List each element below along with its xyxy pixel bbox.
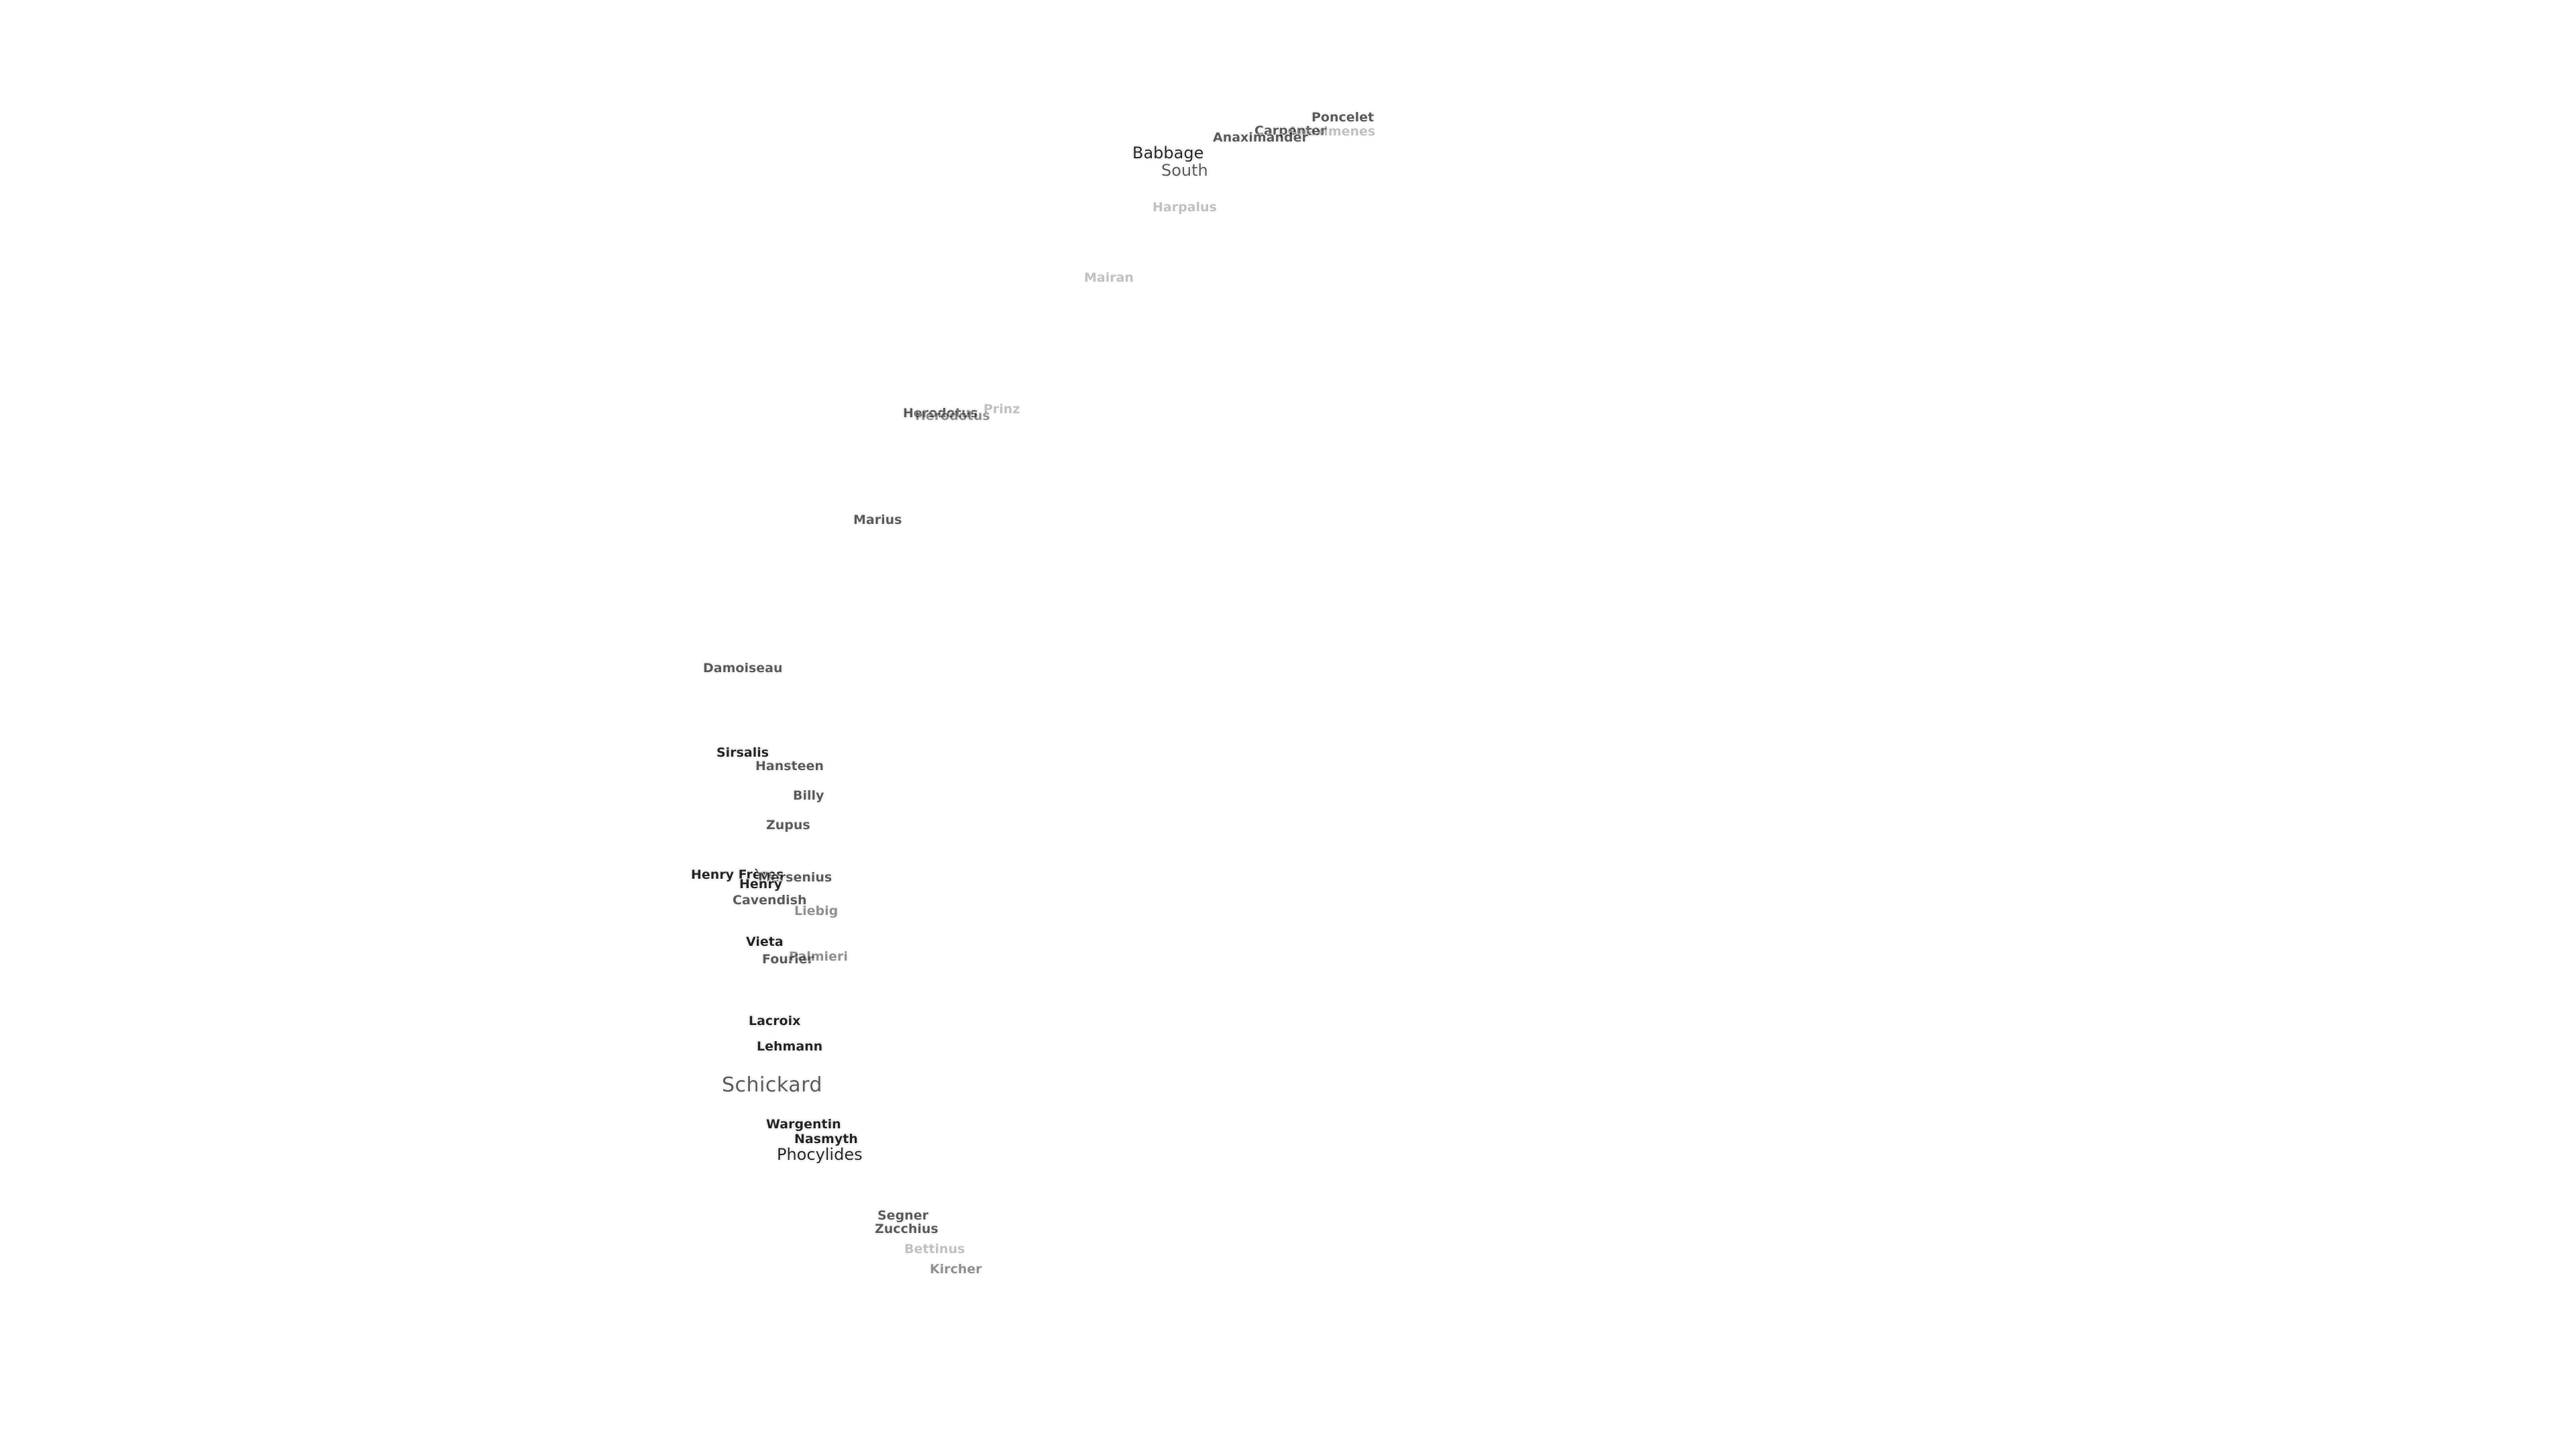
label-sirsalis[interactable]: Sirsalis bbox=[716, 745, 769, 760]
label-kircher[interactable]: Kircher bbox=[930, 1262, 982, 1277]
label-carpenter[interactable]: Carpenter bbox=[1254, 123, 1327, 138]
label-babbage[interactable]: Babbage bbox=[1132, 144, 1204, 162]
label-segner[interactable]: Segner bbox=[877, 1208, 928, 1223]
label-anaximander[interactable]: Anaximander bbox=[1213, 130, 1308, 145]
label-herodotus-2[interactable]: Herodotus bbox=[915, 409, 990, 423]
label-vieta[interactable]: Vieta bbox=[746, 934, 784, 949]
label-phocylides[interactable]: Phocylides bbox=[777, 1145, 863, 1164]
label-marius[interactable]: Marius bbox=[853, 513, 902, 527]
label-hansteen[interactable]: Hansteen bbox=[755, 759, 824, 773]
label-fourier[interactable]: Fourier bbox=[762, 952, 814, 967]
label-damoiseau[interactable]: Damoiseau bbox=[703, 661, 783, 676]
label-billy[interactable]: Billy bbox=[793, 788, 824, 803]
label-lehmann[interactable]: Lehmann bbox=[757, 1039, 823, 1054]
label-cavendish[interactable]: Cavendish bbox=[733, 893, 807, 908]
label-lacroix[interactable]: Lacroix bbox=[749, 1014, 801, 1028]
label-bettinus[interactable]: Bettinus bbox=[904, 1242, 965, 1256]
label-henry[interactable]: Henry bbox=[739, 877, 783, 892]
label-palmieri[interactable]: Palmieri bbox=[789, 949, 848, 964]
label-liebig[interactable]: Liebig bbox=[794, 904, 839, 918]
label-schickard[interactable]: Schickard bbox=[722, 1073, 822, 1097]
label-wargentin[interactable]: Wargentin bbox=[766, 1117, 841, 1132]
label-henry-freres[interactable]: Henry Frères bbox=[691, 867, 784, 882]
label-herodotus[interactable]: Herodotus bbox=[903, 406, 978, 421]
label-zupus[interactable]: Zupus bbox=[766, 818, 810, 833]
label-south[interactable]: South bbox=[1161, 161, 1208, 180]
label-zucchius[interactable]: Zucchius bbox=[875, 1222, 938, 1236]
label-mairan[interactable]: Mairan bbox=[1084, 270, 1134, 285]
label-harpalus[interactable]: Harpalus bbox=[1152, 200, 1217, 215]
label-nasmyth[interactable]: Nasmyth bbox=[794, 1132, 858, 1146]
label-poncelet[interactable]: Poncelet bbox=[1311, 110, 1375, 125]
label-prinz[interactable]: Prinz bbox=[983, 402, 1020, 417]
label-anaximenes[interactable]: Anaximenes bbox=[1288, 124, 1376, 139]
label-mersenius[interactable]: Mersenius bbox=[758, 870, 833, 885]
